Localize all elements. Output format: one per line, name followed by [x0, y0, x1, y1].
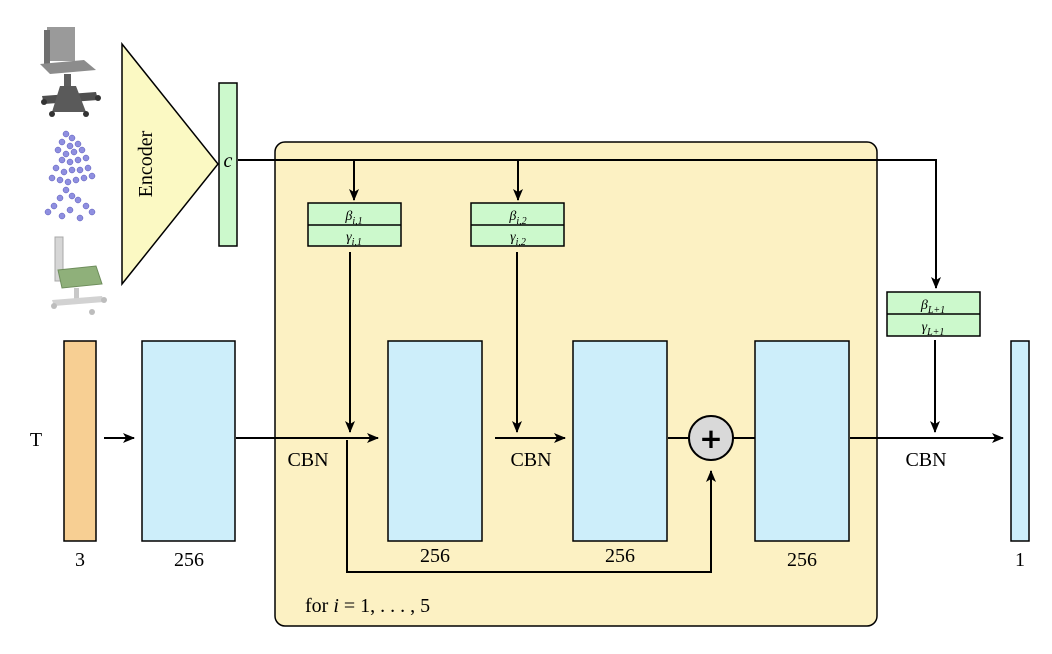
output-layer: [1010, 340, 1030, 542]
fc-layer-loop-2-dim: 256: [605, 545, 635, 567]
beta-symbol: β: [920, 298, 928, 313]
loop-label-var: i: [333, 595, 339, 617]
loop-label: for i = 1, . . . , 5: [305, 595, 430, 617]
skip-connection-wire: [346, 440, 716, 573]
svg-text:βi,1: βi,1: [344, 209, 362, 227]
loop-label-range: = 1, . . . , 5: [339, 595, 430, 617]
fc-layer-loop-3-dim: 256: [787, 549, 817, 571]
sum-node: [688, 415, 734, 461]
point-cloud-icon: [44, 130, 96, 222]
svg-text:γi,1: γi,1: [346, 230, 362, 248]
input-dim: 3: [75, 549, 85, 571]
cbn-label-final: CBN: [905, 449, 946, 471]
fc-layer-loop-1-dim: 256: [420, 545, 450, 567]
gamma-subscript: L+1: [926, 327, 944, 338]
cbn-label-1: CBN: [287, 449, 328, 471]
code-wire: [238, 159, 941, 289]
gamma-symbol: γ: [922, 320, 928, 335]
param-box-2: βi,2 γi,2: [470, 202, 565, 248]
chair-image-icon: [51, 236, 107, 315]
fc-layer-first: [141, 340, 236, 542]
svg-text:βL+1: βL+1: [920, 298, 945, 316]
svg-text:γi,2: γi,2: [510, 230, 526, 248]
input-layer: [63, 340, 97, 542]
encoder-block: [121, 41, 219, 287]
beta-symbol: β: [344, 209, 352, 224]
encoder-label: Encoder: [135, 130, 157, 197]
fc-layer-first-dim: 256: [174, 549, 204, 571]
beta-symbol: β: [508, 209, 516, 224]
loop-label-prefix: for: [305, 595, 333, 617]
beta-subscript: i,1: [352, 216, 362, 227]
svg-text:γL+1: γL+1: [922, 320, 945, 338]
fc-layer-loop-3: [754, 340, 850, 542]
beta-subscript: L+1: [927, 305, 945, 316]
input-label: T: [30, 429, 42, 451]
gamma-symbol: γ: [510, 230, 516, 245]
gamma-symbol: γ: [346, 230, 352, 245]
output-dim: 1: [1015, 549, 1025, 571]
code-label: c: [224, 150, 233, 172]
sum-symbol: +: [699, 422, 722, 455]
gamma-subscript: i,1: [352, 237, 362, 248]
code-vector: [218, 82, 238, 247]
beta-subscript: i,2: [516, 216, 526, 227]
param-box-final: βL+1 γL+1: [886, 291, 981, 338]
cbn-label-2: CBN: [510, 449, 551, 471]
fc-layer-loop-1: [387, 340, 483, 542]
param-box-1: βi,1 γi,1: [307, 202, 402, 248]
fc-layer-loop-2: [572, 340, 668, 542]
svg-text:βi,2: βi,2: [508, 209, 526, 227]
gamma-subscript: i,2: [516, 237, 526, 248]
chair-mesh-icon: [40, 27, 101, 117]
